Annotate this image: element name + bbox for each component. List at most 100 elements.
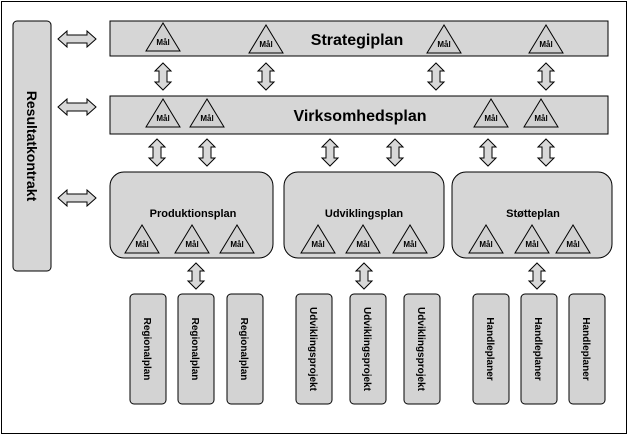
goal-marker: Mål (145, 98, 181, 128)
sub-plan-box (349, 293, 387, 405)
goal-marker: Mål (528, 24, 564, 54)
goal-triangle (426, 24, 462, 54)
double-arrow-icon (478, 138, 498, 167)
sub-plan-label: Handleplaner (532, 317, 543, 380)
double-arrow-icon (536, 62, 556, 91)
sub-plan-item: Udviklingsprojekt (349, 293, 387, 405)
sub-plan-label: Regionalplan (189, 318, 200, 381)
double-arrow-icon (186, 262, 206, 290)
double-arrow-icon (57, 97, 97, 117)
sub-plan-box (226, 293, 264, 405)
goal-triangle (174, 224, 210, 254)
goal-triangle (392, 224, 428, 254)
goal-marker: Mål (392, 224, 428, 254)
sub-plan-box (295, 293, 333, 405)
goal-label: Mål (156, 38, 169, 47)
goal-marker: Mål (468, 224, 504, 254)
sub-plan-box (403, 293, 441, 405)
sub-plan-box (520, 293, 558, 405)
stotteplan-label: Støtteplan (506, 208, 560, 220)
goal-marker: Mål (523, 98, 559, 128)
sub-plan-item: Handleplaner (568, 293, 606, 405)
goal-triangle (473, 98, 509, 128)
goal-label: Mål (484, 114, 497, 123)
goal-label: Mål (479, 240, 492, 249)
double-arrow-icon (57, 188, 97, 208)
goal-triangle (514, 224, 550, 254)
goal-triangle (468, 224, 504, 254)
virksomhedsplan-box (109, 95, 609, 135)
goal-triangle (523, 98, 559, 128)
sub-plan-item: Handleplaner (520, 293, 558, 405)
goal-label: Mål (135, 240, 148, 249)
goal-triangle (300, 224, 336, 254)
goal-marker: Mål (473, 98, 509, 128)
double-arrow-icon (153, 62, 173, 91)
resultatkontrakt-label: Resultatkontrakt (24, 91, 40, 202)
sub-plan-boxes: Regionalplan Regionalplan Regionalplan Udvi… (129, 293, 606, 405)
double-arrow-icon (385, 138, 405, 167)
sub-plan-box (129, 293, 167, 405)
sub-plan-item: Regionalplan (226, 293, 264, 405)
goal-label: Mål (403, 240, 416, 249)
sub-plan-label: Regionalplan (141, 318, 152, 381)
sub-plan-label: Udviklingsprojekt (415, 307, 426, 392)
double-arrow-icon (536, 138, 556, 167)
strategiplan-box (109, 20, 609, 57)
udviklingsplan-label: Udviklingsplan (325, 208, 404, 220)
sub-plan-label: Udviklingsprojekt (361, 307, 372, 392)
sub-plan-label: Handleplaner (580, 317, 591, 380)
goal-label: Mål (230, 240, 243, 249)
double-arrow-icon (527, 262, 547, 290)
double-arrow-icon (197, 138, 217, 167)
goal-label: Mål (356, 240, 369, 249)
goal-triangle (219, 224, 255, 254)
goal-label: Mål (259, 40, 272, 49)
goal-marker: Mål (426, 24, 462, 54)
goal-triangle (345, 224, 381, 254)
sub-plan-item: Regionalplan (177, 293, 215, 405)
goal-triangle (145, 98, 181, 128)
goal-triangle (248, 24, 284, 54)
goal-marker: Mål (189, 98, 225, 128)
goal-triangle (528, 24, 564, 54)
double-arrow-icon (320, 138, 340, 167)
double-arrow-icon (147, 138, 167, 167)
goal-marker: Mål (219, 224, 255, 254)
goal-label: Mål (200, 114, 213, 123)
sub-plan-box (177, 293, 215, 405)
goal-marker: Mål (145, 22, 181, 52)
sub-plan-item: Regionalplan (129, 293, 167, 405)
double-arrow-icon (57, 29, 97, 49)
sub-plan-box (568, 293, 606, 405)
goal-marker: Mål (300, 224, 336, 254)
goal-label: Mål (156, 114, 169, 123)
goal-triangle (124, 224, 160, 254)
goal-marker: Mål (124, 224, 160, 254)
sub-plan-item: Udviklingsprojekt (403, 293, 441, 405)
sub-plan-label: Udviklingsprojekt (307, 307, 318, 392)
goal-label: Mål (311, 240, 324, 249)
connector-arrows (57, 29, 556, 290)
sub-plan-label: Handleplaner (484, 317, 495, 380)
virksomhedsplan-label: Virksomhedsplan (293, 108, 426, 125)
goal-marker: Mål (345, 224, 381, 254)
goal-triangle (145, 22, 181, 52)
goal-label: Mål (185, 240, 198, 249)
goal-label: Mål (437, 40, 450, 49)
goal-label: Mål (539, 40, 552, 49)
sub-plan-box (472, 293, 510, 405)
sub-plan-label: Regionalplan (238, 318, 249, 381)
goal-marker: Mål (555, 224, 591, 254)
goal-triangle (189, 98, 225, 128)
strategiplan-label: Strategiplan (311, 32, 403, 49)
goal-marker: Mål (174, 224, 210, 254)
sub-plan-item: Udviklingsprojekt (295, 293, 333, 405)
double-arrow-icon (256, 62, 276, 91)
resultatkontrakt-box (12, 20, 52, 272)
goal-label: Mål (534, 114, 547, 123)
goal-marker: Mål (514, 224, 550, 254)
goal-triangle (555, 224, 591, 254)
